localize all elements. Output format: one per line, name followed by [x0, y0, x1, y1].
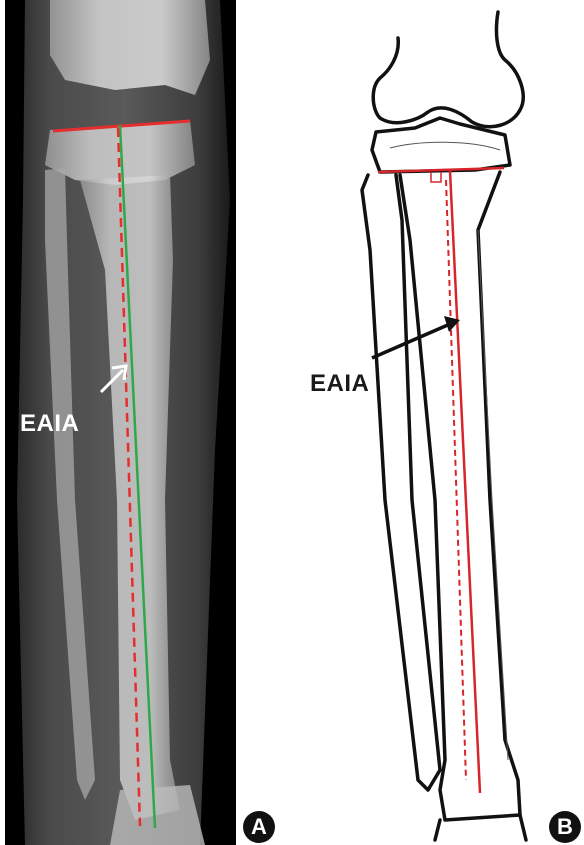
- eaia-label-a: EAIA: [20, 410, 79, 438]
- schematic-drawing: [300, 0, 584, 845]
- mechanical-axis-line: [450, 171, 480, 793]
- schematic-panel: [300, 0, 584, 845]
- panel-badge-b: B: [549, 811, 581, 843]
- panel-badge-a: A: [243, 811, 275, 843]
- distal-tibia-shape: [110, 785, 205, 845]
- eaia-label-b: EAIA: [310, 370, 369, 398]
- cortex-detail-line: [478, 230, 508, 760]
- plateau-detail-line: [390, 142, 500, 150]
- tibia-outline: [400, 172, 520, 820]
- femur-outline: [373, 12, 523, 127]
- femur-shape: [50, 0, 210, 95]
- fibula-outline: [362, 175, 440, 790]
- right-angle-marker: [431, 172, 441, 182]
- arrow-shaft: [372, 324, 450, 358]
